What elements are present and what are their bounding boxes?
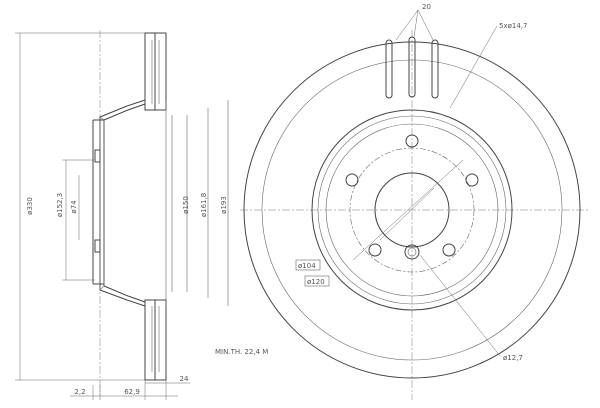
cooling-slot	[408, 36, 416, 98]
slot-count-label: 20	[422, 3, 431, 11]
bolt-hole	[442, 243, 456, 257]
pcd-box	[295, 259, 321, 271]
bolt-hole	[465, 173, 479, 187]
front-view: 20 5xø14,7 ø12,7 ø104 ø120	[240, 3, 590, 400]
pcd-2-label: ø120	[307, 278, 325, 286]
offset-left-label: 2,2	[74, 388, 85, 396]
pcd-label: ø104	[298, 262, 316, 270]
hub-diameter-1-label: ø152,3	[56, 193, 64, 217]
disc-outer-edge	[243, 41, 581, 379]
small-hole	[404, 244, 420, 260]
bolt-holes-label: 5xø14,7	[499, 22, 527, 30]
outer-diameter-label: ø330	[26, 197, 34, 215]
hat-outer-edge	[311, 109, 513, 311]
pcd-2-box	[304, 275, 330, 287]
hub-diameter-4-label: ø161,8	[200, 193, 208, 217]
centre-bore	[374, 172, 450, 248]
hub-diameter-5-label: ø193	[220, 196, 228, 214]
total-height-label: 62,9	[124, 388, 140, 396]
hub-diameter-3-label: ø150	[182, 196, 190, 214]
cooling-slot	[385, 39, 393, 99]
min-thickness-label: MIN.TH. 22,4 M	[215, 348, 268, 356]
bolt-hole	[368, 243, 382, 257]
hub-diameter-2-label: ø74	[70, 200, 78, 214]
side-section-view: ø330 ø152,3 ø74 ø150 ø161,8	[15, 30, 268, 400]
thickness-label: 24	[180, 375, 189, 383]
cooling-slot	[431, 39, 439, 99]
small-hole-label: ø12,7	[503, 354, 523, 362]
bolt-hole	[345, 173, 359, 187]
bolt-hole	[405, 134, 419, 148]
